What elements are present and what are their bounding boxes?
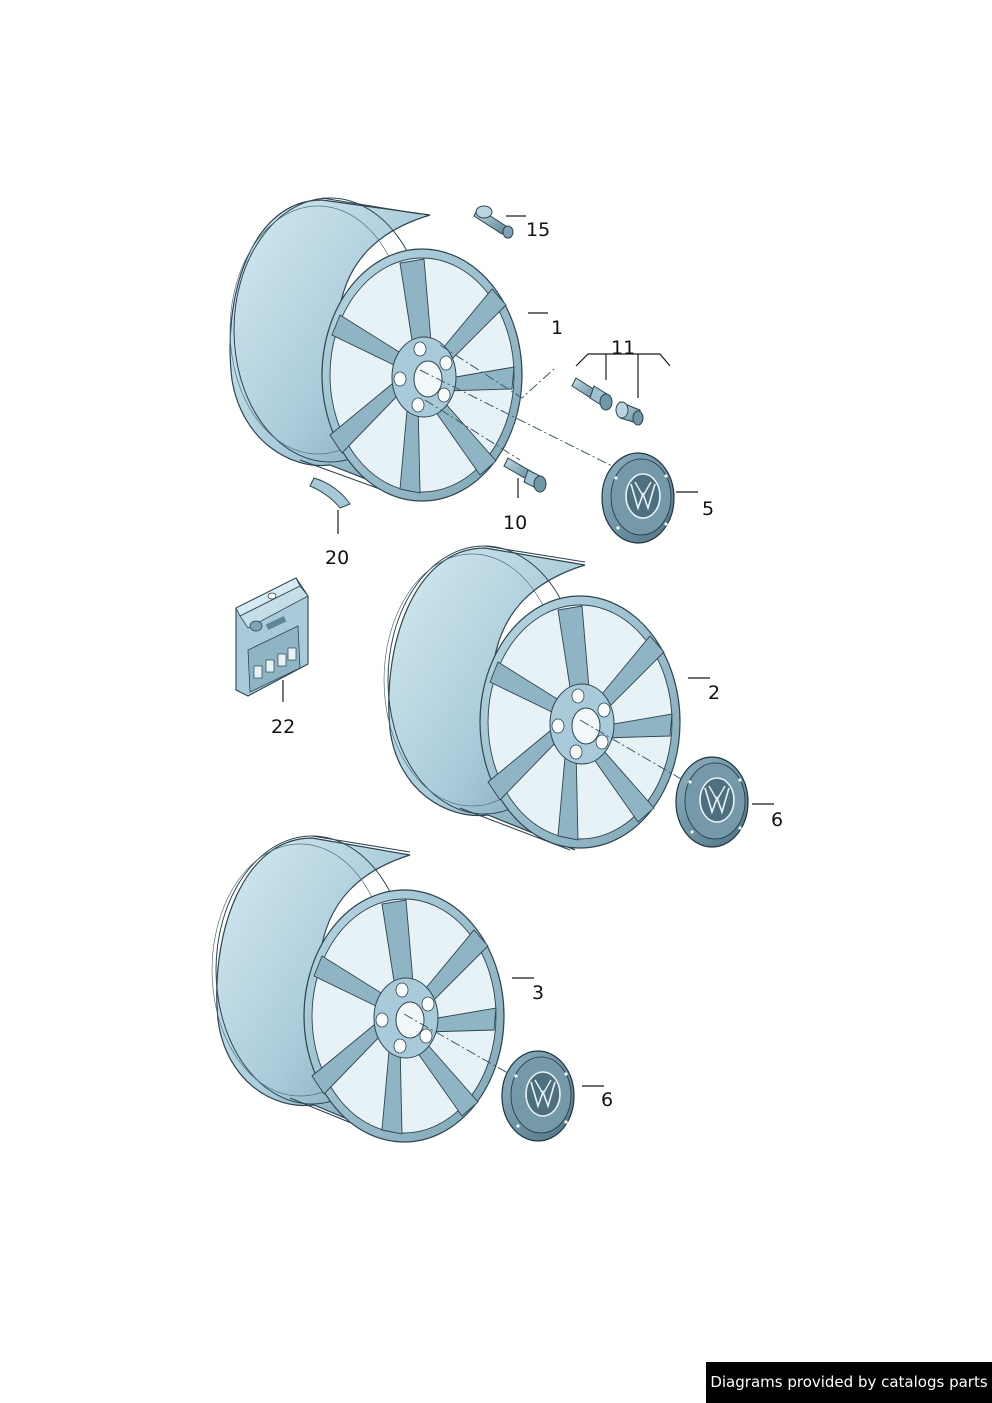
callout-1: 1 xyxy=(551,317,563,339)
hub-cap-6a xyxy=(675,756,749,848)
wheel-nut-11b xyxy=(615,401,644,426)
wheel-bolt-11a xyxy=(571,377,613,411)
credit-banner: Diagrams provided by catalogs parts xyxy=(706,1362,992,1403)
callout-3: 3 xyxy=(532,982,544,1004)
callout-15: 15 xyxy=(526,219,550,241)
callout-20: 20 xyxy=(325,547,349,569)
wheel-rim-1 xyxy=(229,197,523,502)
callout-10: 10 xyxy=(503,512,527,534)
callout-6b: 6 xyxy=(601,1089,613,1111)
callout-2: 2 xyxy=(708,682,720,704)
hub-cap-5 xyxy=(601,452,675,544)
wheel-rim-3 xyxy=(211,835,505,1143)
callout-22: 22 xyxy=(271,716,295,738)
valve-stem-15 xyxy=(473,205,514,239)
anti-theft-bolt-set-22 xyxy=(235,577,309,697)
leader-lines xyxy=(282,215,774,1087)
callout-11: 11 xyxy=(611,337,635,359)
callout-6a: 6 xyxy=(771,809,783,831)
hub-cap-6b xyxy=(501,1050,575,1142)
callout-5: 5 xyxy=(702,498,714,520)
wheel-bolt-10 xyxy=(503,457,547,493)
balance-weight-20 xyxy=(309,477,351,509)
wheel-rim-2 xyxy=(383,545,681,851)
